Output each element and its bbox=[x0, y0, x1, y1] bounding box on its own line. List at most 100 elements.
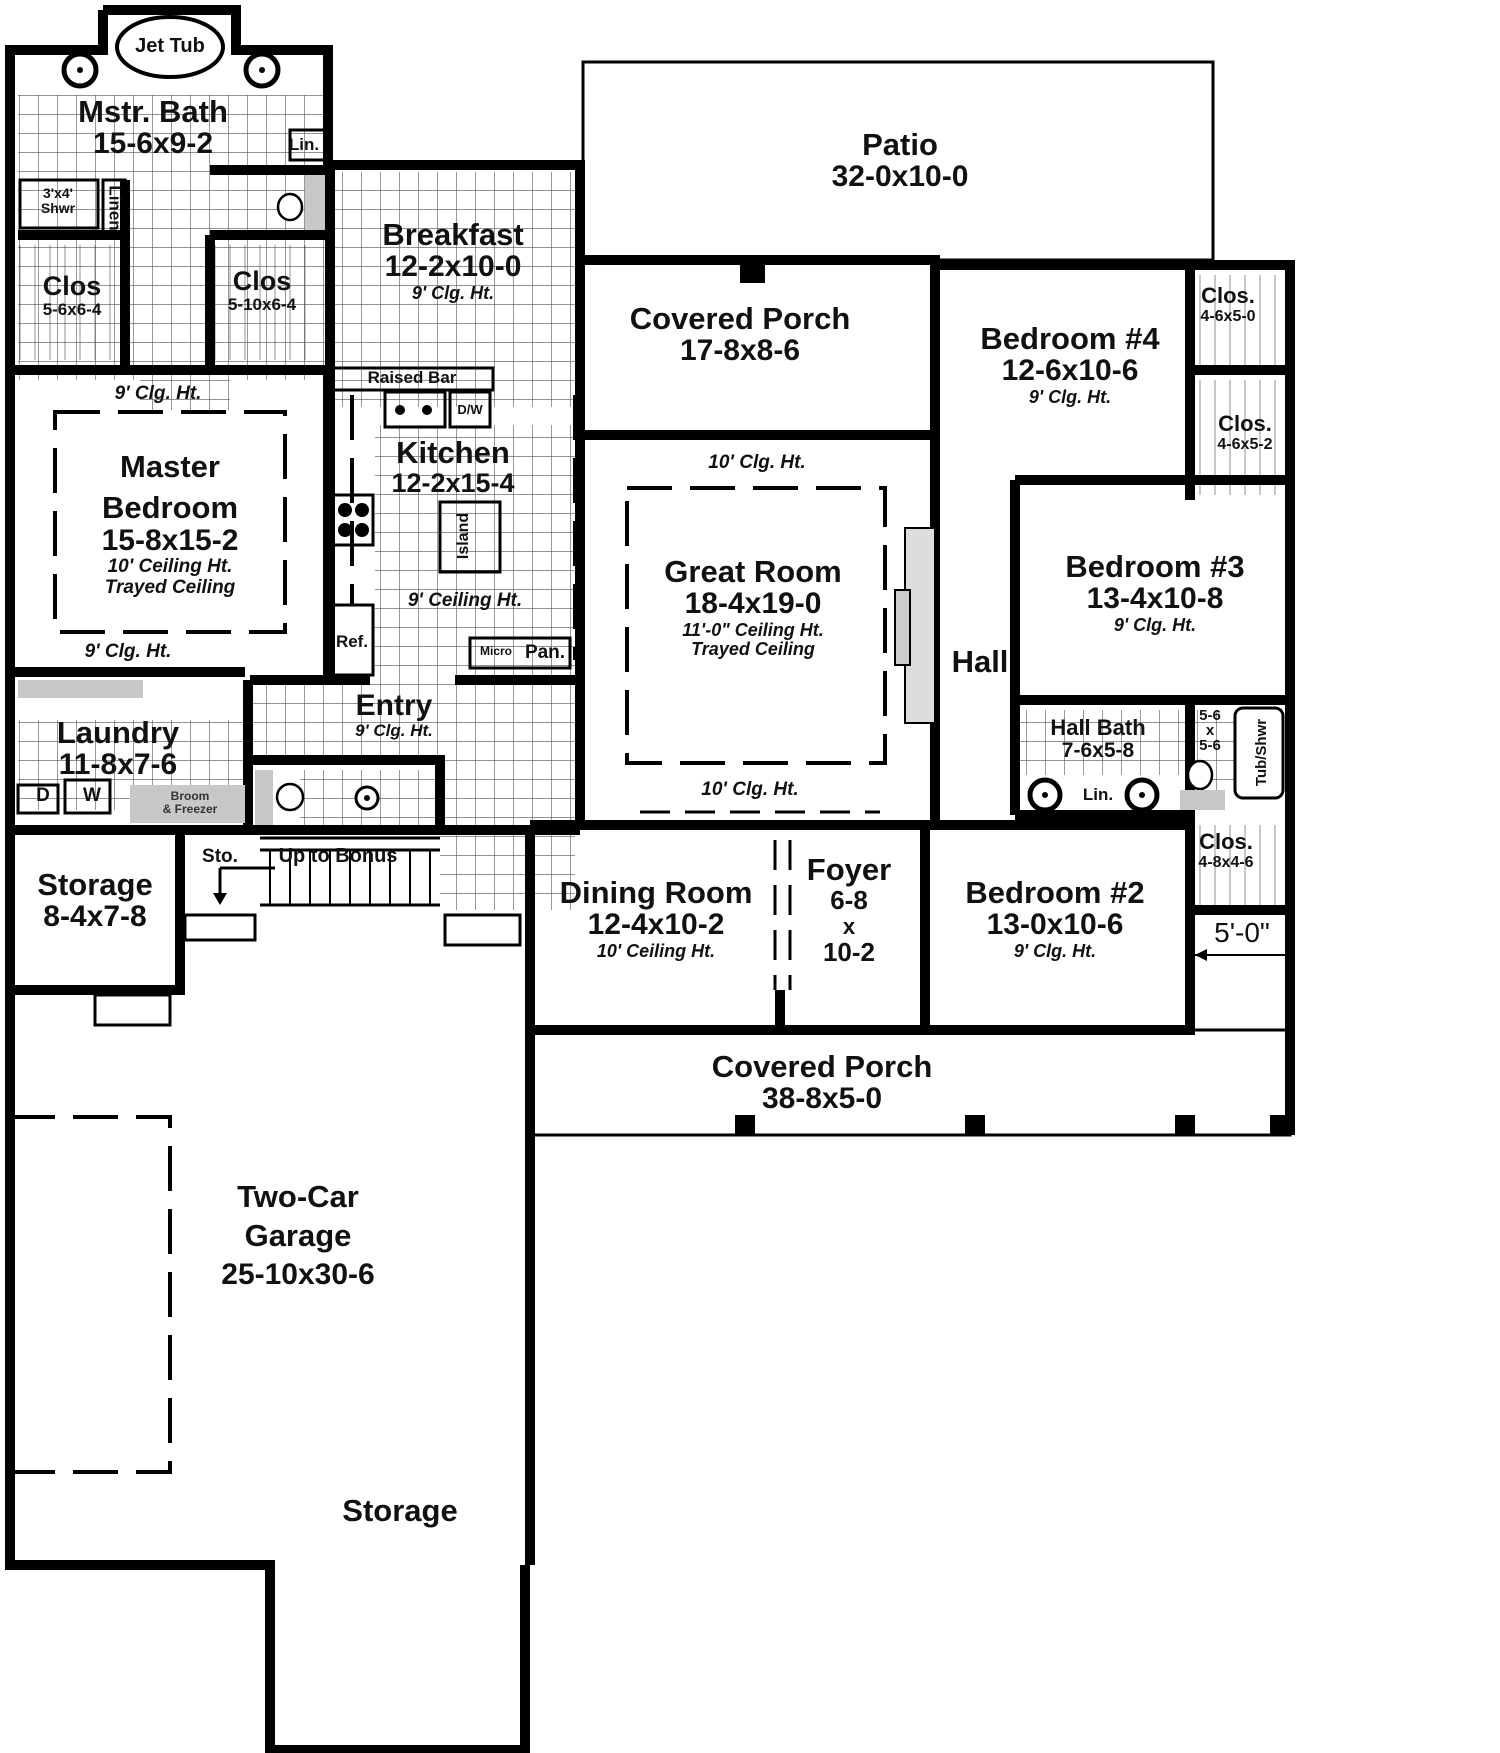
ceiling-note: 10' Ceiling Ht. bbox=[107, 556, 233, 578]
room-dimensions: 13-0x10-6 bbox=[986, 908, 1124, 942]
room-covered-porch-rear: Covered Porch 17-8x8-6 bbox=[630, 302, 851, 368]
room-name: Entry bbox=[355, 689, 433, 722]
broom-text: Broom bbox=[170, 789, 210, 803]
room-dimensions: 18-4x19-0 bbox=[684, 587, 822, 621]
room-name: Storage bbox=[342, 1493, 458, 1528]
room-patio: Patio 32-0x10-0 bbox=[832, 128, 969, 194]
room-name: Bedroom #2 bbox=[965, 875, 1145, 910]
room-name: Master bbox=[120, 449, 220, 484]
toilet-room-dimensions: 5-6 x 5-6 bbox=[1199, 708, 1221, 753]
room-dimensions: 4-6x5-2 bbox=[1217, 435, 1273, 453]
room-name: Hall bbox=[951, 644, 1009, 679]
room-name: Kitchen bbox=[396, 435, 510, 470]
dashed-outlines bbox=[8, 395, 937, 1474]
dishwasher-label: D/W bbox=[457, 402, 483, 417]
broom-freezer-label: Broom & Freezer bbox=[163, 790, 218, 816]
dim-width: 5-6 bbox=[1199, 707, 1221, 724]
room-name: Patio bbox=[862, 127, 938, 162]
room-garage: Two-Car Garage 25-10x30-6 bbox=[221, 1180, 374, 1291]
room-closet-bedroom-2: Clos. 4-8x4-6 bbox=[1198, 830, 1253, 871]
washer-label: W bbox=[83, 785, 101, 806]
tub-shower-label: Tub/Shwr bbox=[1253, 718, 1271, 787]
room-master-bath: Mstr. Bath 15-6x9-2 bbox=[78, 95, 228, 161]
outlines bbox=[16, 15, 1292, 1137]
room-dimensions: 7-6x5-8 bbox=[1061, 738, 1135, 762]
room-name: Clos. bbox=[1201, 283, 1255, 308]
room-laundry: Laundry 11-8x7-6 bbox=[57, 716, 179, 782]
ceiling-note: 9' Clg. Ht. bbox=[355, 721, 433, 741]
refrigerator-label: Ref. bbox=[335, 632, 369, 651]
pantry-label: Pan. bbox=[524, 642, 566, 663]
freezer-text: & Freezer bbox=[162, 801, 218, 816]
dim-depth: 5-6 bbox=[1199, 737, 1221, 754]
linen-label: Lin. bbox=[288, 135, 320, 154]
room-dimensions: 8-4x7-8 bbox=[43, 900, 147, 934]
room-name: Clos. bbox=[1199, 829, 1253, 854]
fixtures bbox=[18, 51, 1290, 1135]
room-name: Hall Bath bbox=[1050, 715, 1146, 740]
room-dimensions: 25-10x30-6 bbox=[221, 1257, 375, 1291]
porch-depth-dimension: 5'-0" bbox=[1214, 917, 1270, 948]
room-dimensions: 12-2x15-4 bbox=[391, 468, 515, 499]
shower-name: Shwr bbox=[40, 200, 76, 217]
room-name: Storage bbox=[37, 867, 153, 902]
room-name-line2: Garage bbox=[244, 1218, 352, 1254]
room-dimensions: 4-6x5-0 bbox=[1200, 307, 1256, 325]
ceiling-note: 9' Clg. Ht. bbox=[1113, 614, 1197, 635]
island-label: Island bbox=[455, 512, 473, 560]
ceiling-height-note: 9' Clg. Ht. bbox=[114, 383, 202, 404]
room-covered-porch-front: Covered Porch 38-8x5-0 bbox=[712, 1050, 933, 1116]
room-name: Clos bbox=[232, 266, 292, 296]
room-dimensions: 5-10x6-4 bbox=[227, 295, 297, 315]
room-storage-small: Storage 8-4x7-8 bbox=[37, 868, 152, 934]
room-name: Clos bbox=[42, 271, 102, 301]
room-name: Foyer bbox=[806, 852, 892, 887]
room-name: Bedroom #4 bbox=[980, 321, 1160, 356]
room-dimensions: 11-8x7-6 bbox=[58, 748, 178, 782]
room-closet-right: Clos 5-10x6-4 bbox=[227, 266, 297, 315]
room-dimensions: 15-6x9-2 bbox=[92, 127, 214, 161]
ceiling-type: Trayed Ceiling bbox=[691, 639, 815, 660]
room-name: Breakfast bbox=[382, 217, 524, 252]
room-entry: Entry 9' Clg. Ht. bbox=[355, 689, 433, 741]
ceiling-height-note: 9' Clg. Ht. bbox=[84, 641, 172, 662]
room-dimensions: 12-6x10-6 bbox=[1001, 354, 1139, 388]
ceiling-height-note: 10' Clg. Ht. bbox=[708, 452, 806, 473]
room-bedroom-4: Bedroom #4 12-6x10-6 9' Clg. Ht. bbox=[980, 322, 1159, 407]
raised-bar-label: Raised Bar bbox=[367, 368, 457, 387]
stairs-label: Up to Bonus bbox=[278, 845, 398, 867]
storage-sto-label: Sto. bbox=[202, 846, 238, 867]
room-closet-bedroom-3: Clos. 4-6x5-2 bbox=[1217, 412, 1272, 453]
room-name: Bedroom #3 bbox=[1065, 549, 1245, 584]
room-dimensions: 17-8x8-6 bbox=[679, 334, 801, 368]
room-closet-left: Clos 5-6x6-4 bbox=[42, 271, 102, 320]
room-name: Covered Porch bbox=[711, 1049, 933, 1084]
room-dimensions: 5-6x6-4 bbox=[42, 300, 102, 320]
archway bbox=[640, 810, 880, 990]
ceiling-note: 9' Clg. Ht. bbox=[1013, 940, 1097, 961]
hall-bath-linen-label: Lin. bbox=[1082, 785, 1114, 804]
room-dimensions: 13-4x10-8 bbox=[1086, 582, 1224, 616]
room-name: Mstr. Bath bbox=[78, 94, 228, 129]
room-dining-room: Dining Room 12-4x10-2 10' Ceiling Ht. bbox=[560, 876, 753, 961]
dim-x: x bbox=[1205, 722, 1215, 739]
linen-closet-label: Linen bbox=[105, 185, 125, 231]
room-hall: Hall bbox=[951, 644, 1009, 679]
shower-size: 3'x4' bbox=[42, 185, 74, 201]
room-dimensions: 15-8x15-2 bbox=[101, 523, 239, 557]
room-foyer: Foyer 6-8 x 10-2 bbox=[806, 852, 892, 967]
ceiling-type: Trayed Ceiling bbox=[104, 576, 236, 598]
jet-tub-label: Jet Tub bbox=[135, 35, 205, 57]
room-dimensions: 38-8x5-0 bbox=[761, 1082, 883, 1116]
room-dimensions: 4-8x4-6 bbox=[1198, 853, 1254, 871]
ceiling-note: 10' Ceiling Ht. bbox=[596, 940, 716, 961]
room-name: Laundry bbox=[56, 715, 180, 750]
room-name: Covered Porch bbox=[629, 301, 851, 336]
room-hall-bath: Hall Bath 7-6x5-8 bbox=[1050, 716, 1145, 762]
ceiling-height-note: 9' Ceiling Ht. bbox=[407, 590, 523, 611]
room-bedroom-2: Bedroom #2 13-0x10-6 9' Clg. Ht. bbox=[965, 876, 1144, 961]
room-x: x bbox=[842, 913, 856, 939]
microwave-label: Micro bbox=[479, 644, 513, 658]
room-breakfast: Breakfast 12-2x10-0 9' Clg. Ht. bbox=[382, 218, 523, 303]
